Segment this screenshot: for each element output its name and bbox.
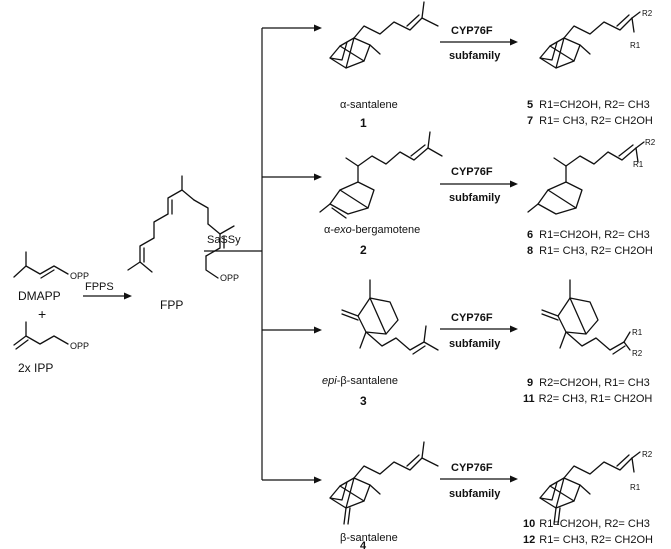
ipp-label: 2x IPP — [18, 361, 53, 375]
compound-1-number: 1 — [360, 116, 367, 130]
ipp-structure: OPP — [13, 321, 89, 351]
row-4-r2-label: R2 — [642, 450, 653, 459]
compound-3-number: 3 — [360, 394, 367, 408]
dmapp-structure: OPP — [13, 251, 89, 281]
row-4-r1-label: R1 — [630, 483, 641, 492]
compound-2-name: α-exo-bergamotene — [324, 224, 420, 236]
fpp-opp-label: OPP — [220, 273, 239, 283]
row-1-r2-label: R2 — [642, 9, 653, 18]
plus-sign: + — [38, 306, 46, 322]
row-2-enzyme-sub: subfamily — [449, 192, 501, 204]
sassy-branch-arrows — [204, 24, 322, 484]
row-2: α-exo-bergamotene 2 CYP76F subfamily R2 … — [319, 131, 656, 257]
fpp-structure: OPP — [127, 175, 239, 283]
product-6-8-structure — [527, 141, 645, 215]
row-3-arrow — [510, 325, 518, 333]
row-3-enzyme-sub: subfamily — [449, 338, 501, 350]
row-4-arrow — [510, 475, 518, 483]
compound-1-name: α-santalene — [340, 99, 398, 111]
row-4-enzyme: CYP76F — [451, 462, 493, 474]
dmapp-opp-label: OPP — [70, 271, 89, 281]
row-3-r1-label: R1 — [632, 328, 643, 337]
row-1-arrow — [510, 38, 518, 46]
row-2-arrow — [510, 180, 518, 188]
fpps-label: FPPS — [85, 281, 114, 293]
compound-4-number: 4 — [360, 540, 367, 549]
ipp-opp-label: OPP — [70, 341, 89, 351]
product-5-7-structure — [539, 11, 641, 69]
bergamotene-structure — [319, 131, 443, 219]
compound-2-number: 2 — [360, 243, 367, 257]
row-1-enzyme-sub: subfamily — [449, 50, 501, 62]
sassy-label: SaSSy — [207, 234, 241, 246]
beta-santalene-structure — [329, 441, 439, 525]
alpha-santalene-structure — [329, 1, 439, 69]
epi-beta-santalene-structure — [341, 279, 439, 355]
row-2-enzyme: CYP76F — [451, 166, 493, 178]
product-9-11-structure — [541, 279, 631, 355]
row-2-r2-label: R2 — [645, 138, 656, 147]
row-3-enzyme: CYP76F — [451, 312, 493, 324]
row-2-r1-label: R1 — [633, 160, 644, 169]
row-1-enzyme: CYP76F — [451, 25, 493, 37]
row-4-enzyme-sub: subfamily — [449, 488, 501, 500]
product-10-12-structure — [539, 451, 641, 525]
row-1-r1-label: R1 — [630, 41, 641, 50]
row-3-r2-label: R2 — [632, 349, 643, 358]
row-3: epi-β-santalene 3 CYP76F subfamily R1 R2… — [322, 279, 652, 408]
dmapp-label: DMAPP — [18, 289, 61, 303]
compound-3-name: epi-β-santalene — [322, 375, 398, 387]
fpps-arrow — [83, 292, 132, 300]
fpp-label: FPP — [160, 298, 183, 312]
compound-4-name: β-santalene — [340, 532, 398, 544]
